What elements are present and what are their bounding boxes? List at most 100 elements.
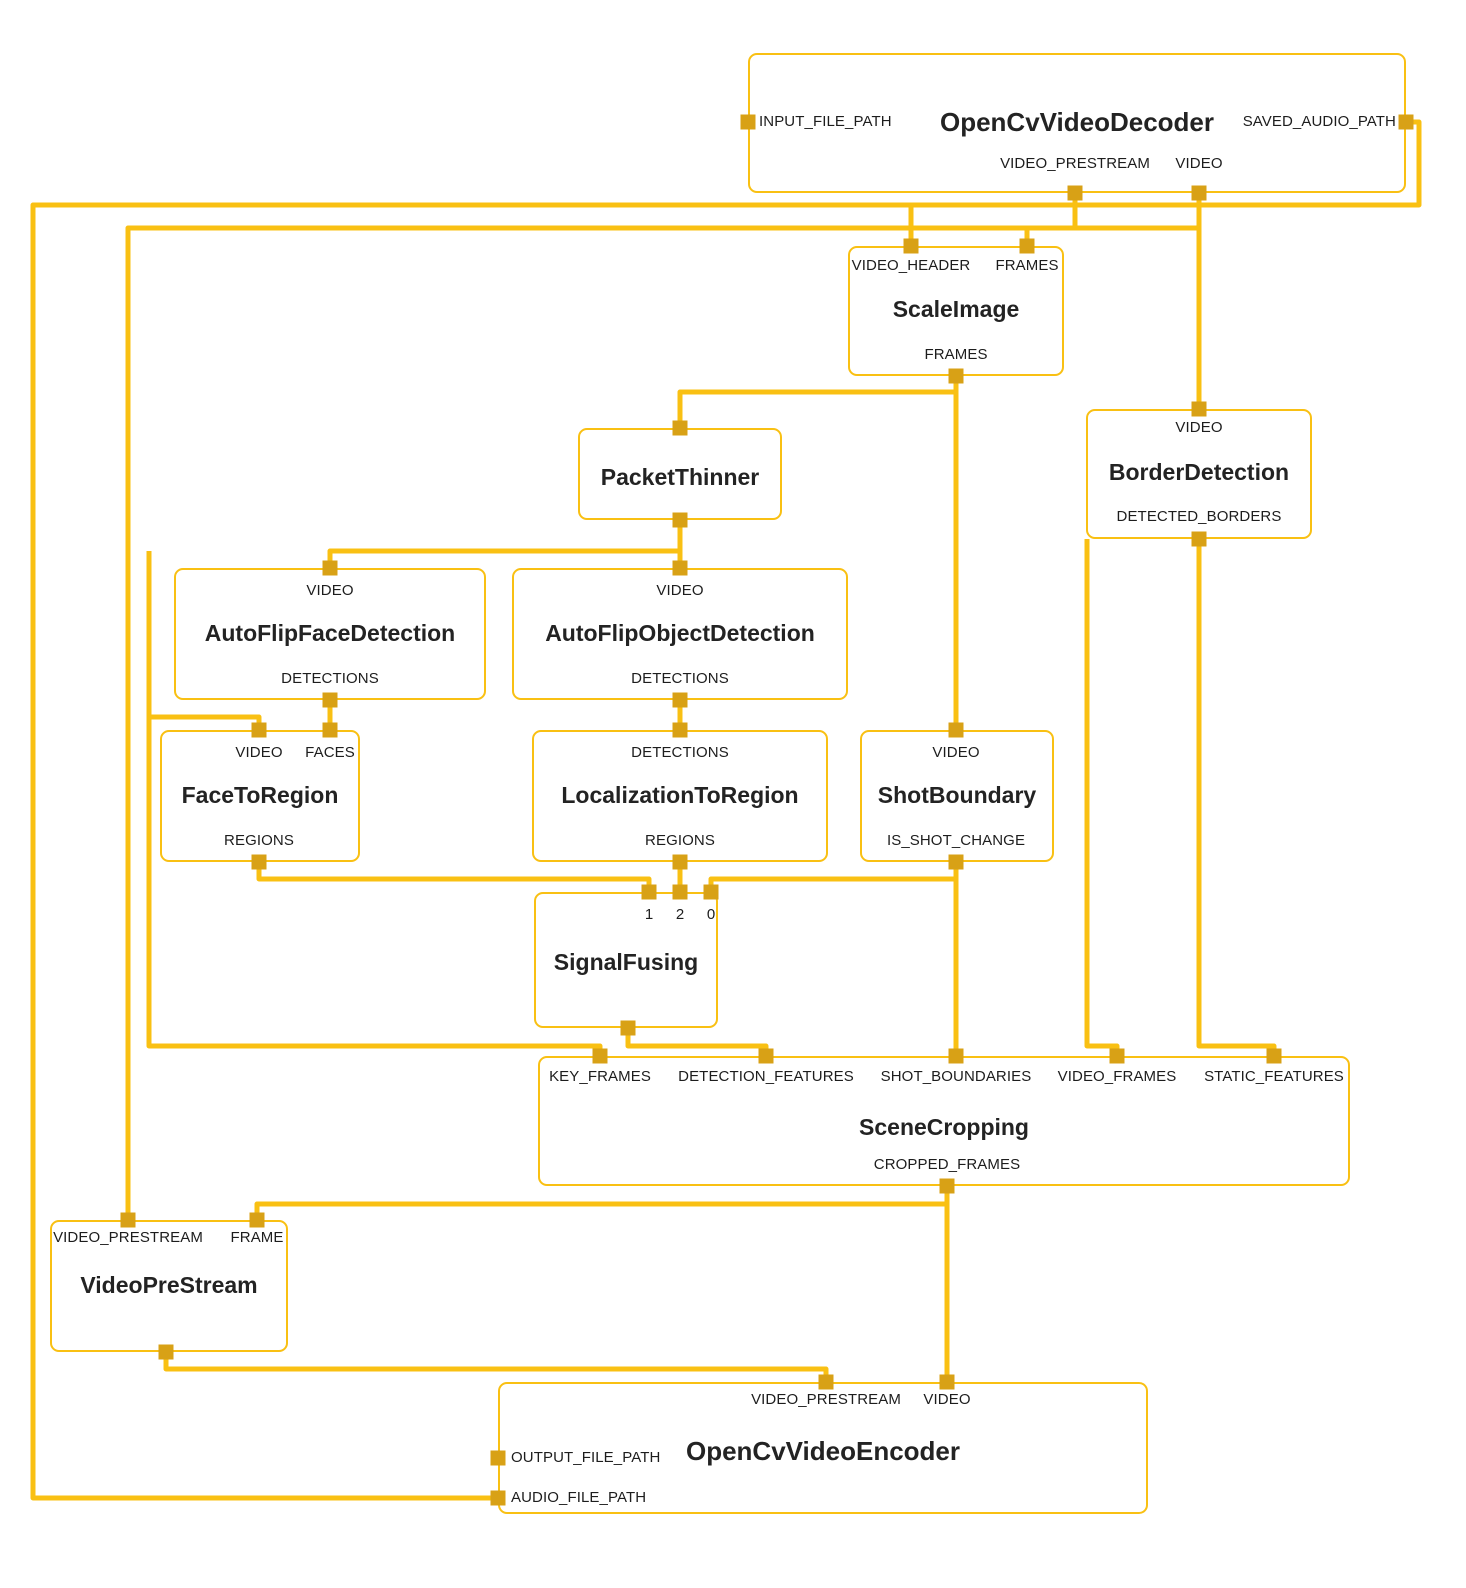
port-scenecropping-cropped-frames[interactable]: [939, 1178, 955, 1194]
node-title-shot-boundary: ShotBoundary: [877, 782, 1037, 808]
port-label-opencvvideodecoder-video-prestream: VIDEO_PRESTREAM: [1000, 155, 1150, 172]
port-scenecropping-detection-features[interactable]: [758, 1048, 774, 1064]
node-scene-cropping[interactable]: SceneCropping: [538, 1056, 1350, 1186]
port-scaleimage-frames[interactable]: [948, 368, 964, 384]
port-opencvvideoencoder-video-prestream[interactable]: [818, 1374, 834, 1390]
node-signal-fusing[interactable]: SignalFusing: [534, 892, 718, 1028]
node-title-opencv-video-decoder: OpenCvVideoDecoder: [939, 107, 1215, 137]
edge: [908, 202, 1075, 246]
port-label-localizationtoregion-detections: DETECTIONS: [631, 744, 729, 761]
node-title-localization-to-region: LocalizationToRegion: [561, 782, 799, 808]
port-shotboundary-is-shot-change[interactable]: [948, 854, 964, 870]
node-title-face-to-region: FaceToRegion: [181, 782, 339, 808]
port-videoprestream[interactable]: [158, 1344, 174, 1360]
port-scaleimage-video-header[interactable]: [903, 238, 919, 254]
port-label-signalfusing-1: 1: [644, 906, 654, 923]
node-opencv-video-encoder[interactable]: OpenCvVideoEncoder: [498, 1382, 1148, 1514]
node-scale-image[interactable]: ScaleImage: [848, 246, 1064, 376]
node-title-video-prestream: VideoPreStream: [80, 1272, 258, 1298]
edge: [163, 1352, 829, 1382]
edge: [625, 1028, 769, 1056]
edge: [1196, 539, 1277, 1056]
port-facetoregion-faces[interactable]: [322, 722, 338, 738]
port-label-autoflipobjectdetection-video: VIDEO: [656, 582, 704, 599]
port-scenecropping-shot-boundaries[interactable]: [948, 1048, 964, 1064]
edge: [677, 376, 959, 428]
port-label-scenecropping-shot-boundaries: SHOT_BOUNDARIES: [880, 1068, 1032, 1085]
port-label-facetoregion-video: VIDEO: [235, 744, 283, 761]
port-localizationtoregion-detections[interactable]: [672, 722, 688, 738]
port-opencvvideodecoder-video-prestream[interactable]: [1067, 185, 1083, 201]
port-label-opencvvideodecoder-input-file-path: INPUT_FILE_PATH: [759, 113, 892, 130]
port-label-autoflipobjectdetection-detections: DETECTIONS: [631, 670, 729, 687]
port-label-borderdetection-detected-borders: DETECTED_BORDERS: [1116, 508, 1282, 525]
port-scenecropping-video-frames[interactable]: [1109, 1048, 1125, 1064]
port-signalfusing-2[interactable]: [672, 884, 688, 900]
port-localizationtoregion-regions[interactable]: [672, 854, 688, 870]
port-autoflipobjectdetection-video[interactable]: [672, 560, 688, 576]
port-packetthinner[interactable]: [672, 420, 688, 436]
port-label-opencvvideoencoder-audio-file-path: AUDIO_FILE_PATH: [511, 1489, 647, 1506]
port-opencvvideoencoder-video[interactable]: [939, 1374, 955, 1390]
port-signalfusing[interactable]: [620, 1020, 636, 1036]
port-opencvvideoencoder-output-file-path[interactable]: [490, 1450, 506, 1466]
port-shotboundary-video[interactable]: [948, 722, 964, 738]
port-opencvvideoencoder-audio-file-path[interactable]: [490, 1490, 506, 1506]
node-video-prestream[interactable]: VideoPreStream: [50, 1220, 288, 1352]
node-title-border-detection: BorderDetection: [1108, 459, 1290, 485]
port-label-scaleimage-frames: FRAMES: [924, 346, 988, 363]
port-facetoregion-video[interactable]: [251, 722, 267, 738]
port-videoprestream-video-prestream[interactable]: [120, 1212, 136, 1228]
port-scenecropping-static-features[interactable]: [1266, 1048, 1282, 1064]
node-autoflip-face-detection[interactable]: AutoFlipFaceDetection: [174, 568, 486, 700]
node-title-autoflip-face-detection: AutoFlipFaceDetection: [204, 620, 456, 646]
node-packet-thinner[interactable]: PacketThinner: [578, 428, 782, 520]
port-label-scenecropping-key-frames: KEY_FRAMES: [549, 1068, 651, 1085]
edge: [1024, 193, 1202, 246]
port-videoprestream-frame[interactable]: [249, 1212, 265, 1228]
port-label-shotboundary-is-shot-change: IS_SHOT_CHANGE: [886, 832, 1026, 849]
port-label-opencvvideoencoder-video-prestream: VIDEO_PRESTREAM: [751, 1391, 901, 1408]
port-facetoregion-regions[interactable]: [251, 854, 267, 870]
port-scenecropping-key-frames[interactable]: [592, 1048, 608, 1064]
port-borderdetection-detected-borders[interactable]: [1191, 531, 1207, 547]
port-signalfusing-0[interactable]: [703, 884, 719, 900]
node-opencv-video-decoder[interactable]: OpenCvVideoDecoder: [748, 53, 1406, 193]
port-label-scaleimage-video-header: VIDEO_HEADER: [851, 257, 971, 274]
edge: [1084, 539, 1120, 1056]
port-packetthinner[interactable]: [672, 512, 688, 528]
port-label-opencvvideodecoder-video: VIDEO: [1175, 155, 1223, 172]
port-label-facetoregion-regions: REGIONS: [224, 832, 294, 849]
port-borderdetection-video[interactable]: [1191, 401, 1207, 417]
port-opencvvideodecoder-saved-audio-path[interactable]: [1398, 114, 1414, 130]
port-label-autoflipfacedetection-video: VIDEO: [306, 582, 354, 599]
port-label-signalfusing-0: 0: [706, 906, 716, 923]
node-title-autoflip-object-detection: AutoFlipObjectDetection: [545, 620, 815, 646]
edge: [254, 1201, 947, 1220]
node-title-signal-fusing: SignalFusing: [553, 949, 699, 975]
node-shot-boundary[interactable]: ShotBoundary: [860, 730, 1054, 862]
port-label-facetoregion-faces: FACES: [305, 744, 355, 761]
port-label-scenecropping-static-features: STATIC_FEATURES: [1204, 1068, 1344, 1085]
port-label-scaleimage-frames: FRAMES: [995, 257, 1059, 274]
edge: [125, 193, 1078, 1220]
port-opencvvideodecoder-input-file-path[interactable]: [740, 114, 756, 130]
port-autoflipobjectdetection-detections[interactable]: [672, 692, 688, 708]
edge: [708, 862, 959, 892]
port-signalfusing-1[interactable]: [641, 884, 657, 900]
port-opencvvideodecoder-video[interactable]: [1191, 185, 1207, 201]
node-title-opencv-video-encoder: OpenCvVideoEncoder: [685, 1436, 961, 1466]
port-label-autoflipfacedetection-detections: DETECTIONS: [281, 670, 379, 687]
port-label-borderdetection-video: VIDEO: [1175, 419, 1223, 436]
node-title-scale-image: ScaleImage: [892, 296, 1020, 322]
edge: [256, 862, 652, 892]
port-label-scenecropping-video-frames: VIDEO_FRAMES: [1057, 1068, 1177, 1085]
port-label-signalfusing-2: 2: [675, 906, 685, 923]
port-scaleimage-frames[interactable]: [1019, 238, 1035, 254]
port-autoflipfacedetection-detections[interactable]: [322, 692, 338, 708]
port-label-scenecropping-detection-features: DETECTION_FEATURES: [678, 1068, 854, 1085]
port-label-opencvvideoencoder-video: VIDEO: [923, 1391, 971, 1408]
node-face-to-region[interactable]: FaceToRegion: [160, 730, 360, 862]
port-autoflipfacedetection-video[interactable]: [322, 560, 338, 576]
